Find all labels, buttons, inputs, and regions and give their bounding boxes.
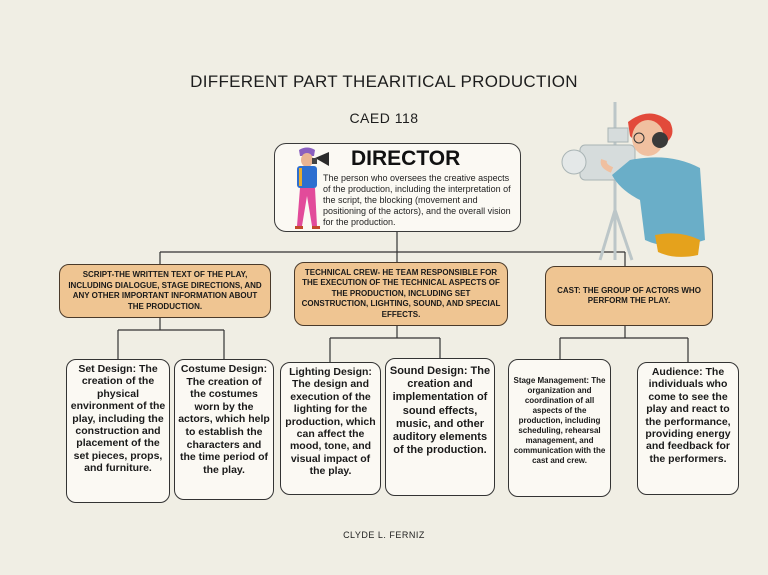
page-subtitle: CAED 118 [349, 110, 419, 126]
detail-stage-management: Stage Management: The organization and c… [508, 359, 611, 497]
category-cast: CAST: THE GROUP OF ACTORS WHO PERFORM TH… [545, 266, 713, 326]
detail-lighting-design: Lighting Design: The design and executio… [280, 362, 381, 495]
detail-set-design: Set Design: The creation of the physical… [66, 359, 170, 503]
category-technical-crew: TECHNICAL CREW- HE TEAM RESPONSIBLE FOR … [294, 262, 508, 326]
camera-operator-illustration [561, 102, 705, 261]
director-megaphone-illustration [295, 147, 329, 229]
category-script: SCRIPT-THE WRITTEN TEXT OF THE PLAY, INC… [59, 264, 271, 318]
detail-costume-design: Costume Design: The creation of the cost… [174, 359, 274, 500]
director-box: DIRECTOR The person who oversees the cre… [274, 143, 521, 232]
director-title: DIRECTOR [351, 147, 461, 170]
detail-audience: Audience: The individuals who come to se… [637, 362, 739, 495]
detail-sound-design: Sound Design: The creation and implement… [385, 358, 495, 496]
page-title: DIFFERENT PART THEARITICAL PRODUCTION [190, 72, 578, 91]
director-description: The person who oversees the creative asp… [323, 173, 511, 227]
footer-credit: CLYDE L. FERNIZ [343, 530, 425, 540]
